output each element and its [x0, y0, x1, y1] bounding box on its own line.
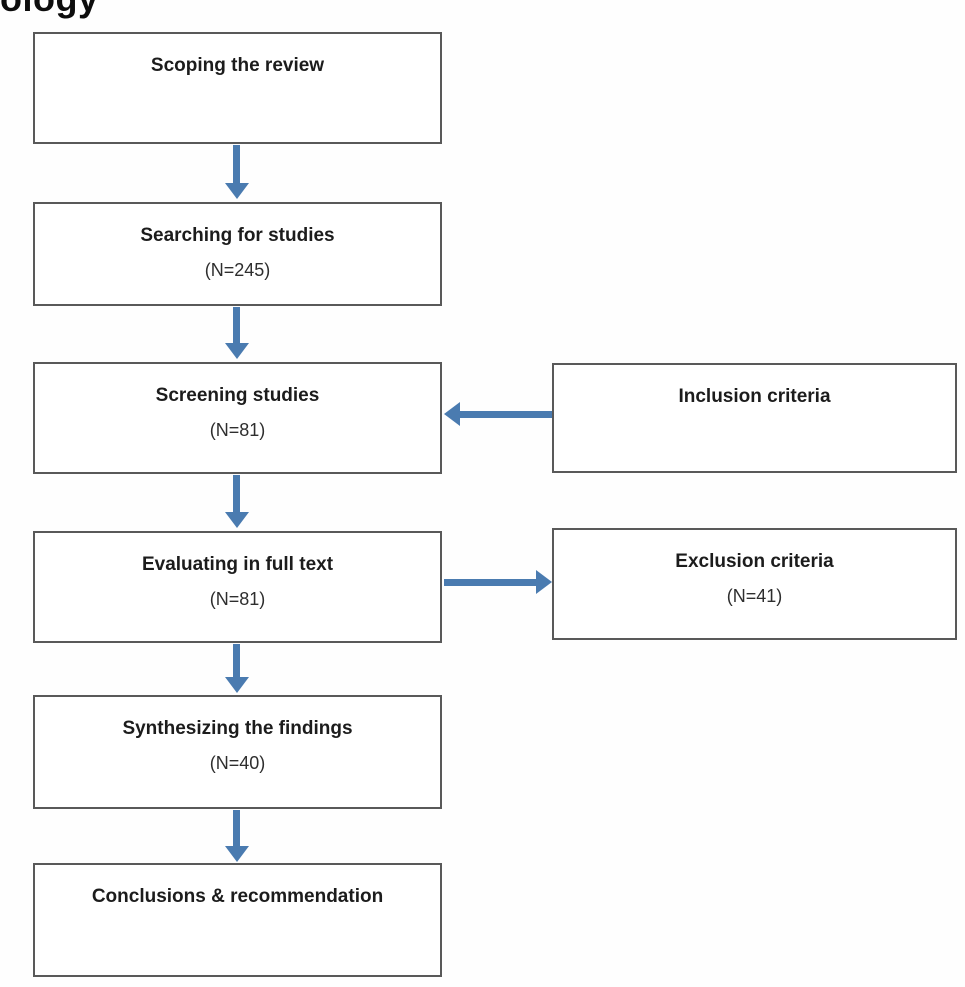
flow-step-label: Synthesizing the findings: [122, 718, 353, 739]
arrow-shaft: [459, 411, 552, 418]
arrow-shaft: [233, 307, 240, 344]
flow-step-scoping: Scoping the review: [33, 32, 442, 144]
side-box-label: Inclusion criteria: [678, 386, 831, 407]
arrow-right-icon: [536, 570, 552, 594]
arrow-down-icon: [225, 343, 249, 359]
flow-step-count: (N=245): [204, 260, 271, 280]
flow-step-screening: Screening studies (N=81): [33, 362, 442, 474]
arrow-shaft: [233, 810, 240, 847]
side-box-inclusion-criteria: Inclusion criteria: [552, 363, 957, 473]
arrow-shaft: [233, 475, 240, 513]
arrow-left-icon: [444, 402, 460, 426]
arrow-shaft: [233, 644, 240, 678]
side-box-count: (N=41): [726, 586, 783, 606]
arrow-shaft: [233, 145, 240, 184]
flow-step-synthesizing: Synthesizing the findings (N=40): [33, 695, 442, 809]
arrow-down-icon: [225, 183, 249, 199]
arrow-down-icon: [225, 677, 249, 693]
flow-step-label: Evaluating in full text: [141, 554, 334, 575]
flow-step-evaluating: Evaluating in full text (N=81): [33, 531, 442, 643]
arrow-shaft: [444, 579, 537, 586]
flow-step-label: Conclusions & recommendation: [91, 886, 384, 907]
flow-step-count: (N=81): [209, 589, 266, 609]
flow-step-count: (N=40): [209, 753, 266, 773]
side-box-exclusion-criteria: Exclusion criteria (N=41): [552, 528, 957, 640]
page-heading-partial: ology: [0, 0, 99, 20]
flow-step-count: (N=81): [209, 420, 266, 440]
flow-step-label: Searching for studies: [140, 225, 335, 246]
flow-step-conclusions: Conclusions & recommendation: [33, 863, 442, 977]
flow-step-label: Screening studies: [155, 385, 320, 406]
side-box-label: Exclusion criteria: [675, 551, 834, 572]
arrow-down-icon: [225, 512, 249, 528]
flow-step-label: Scoping the review: [150, 55, 325, 76]
flow-step-searching: Searching for studies (N=245): [33, 202, 442, 306]
arrow-down-icon: [225, 846, 249, 862]
